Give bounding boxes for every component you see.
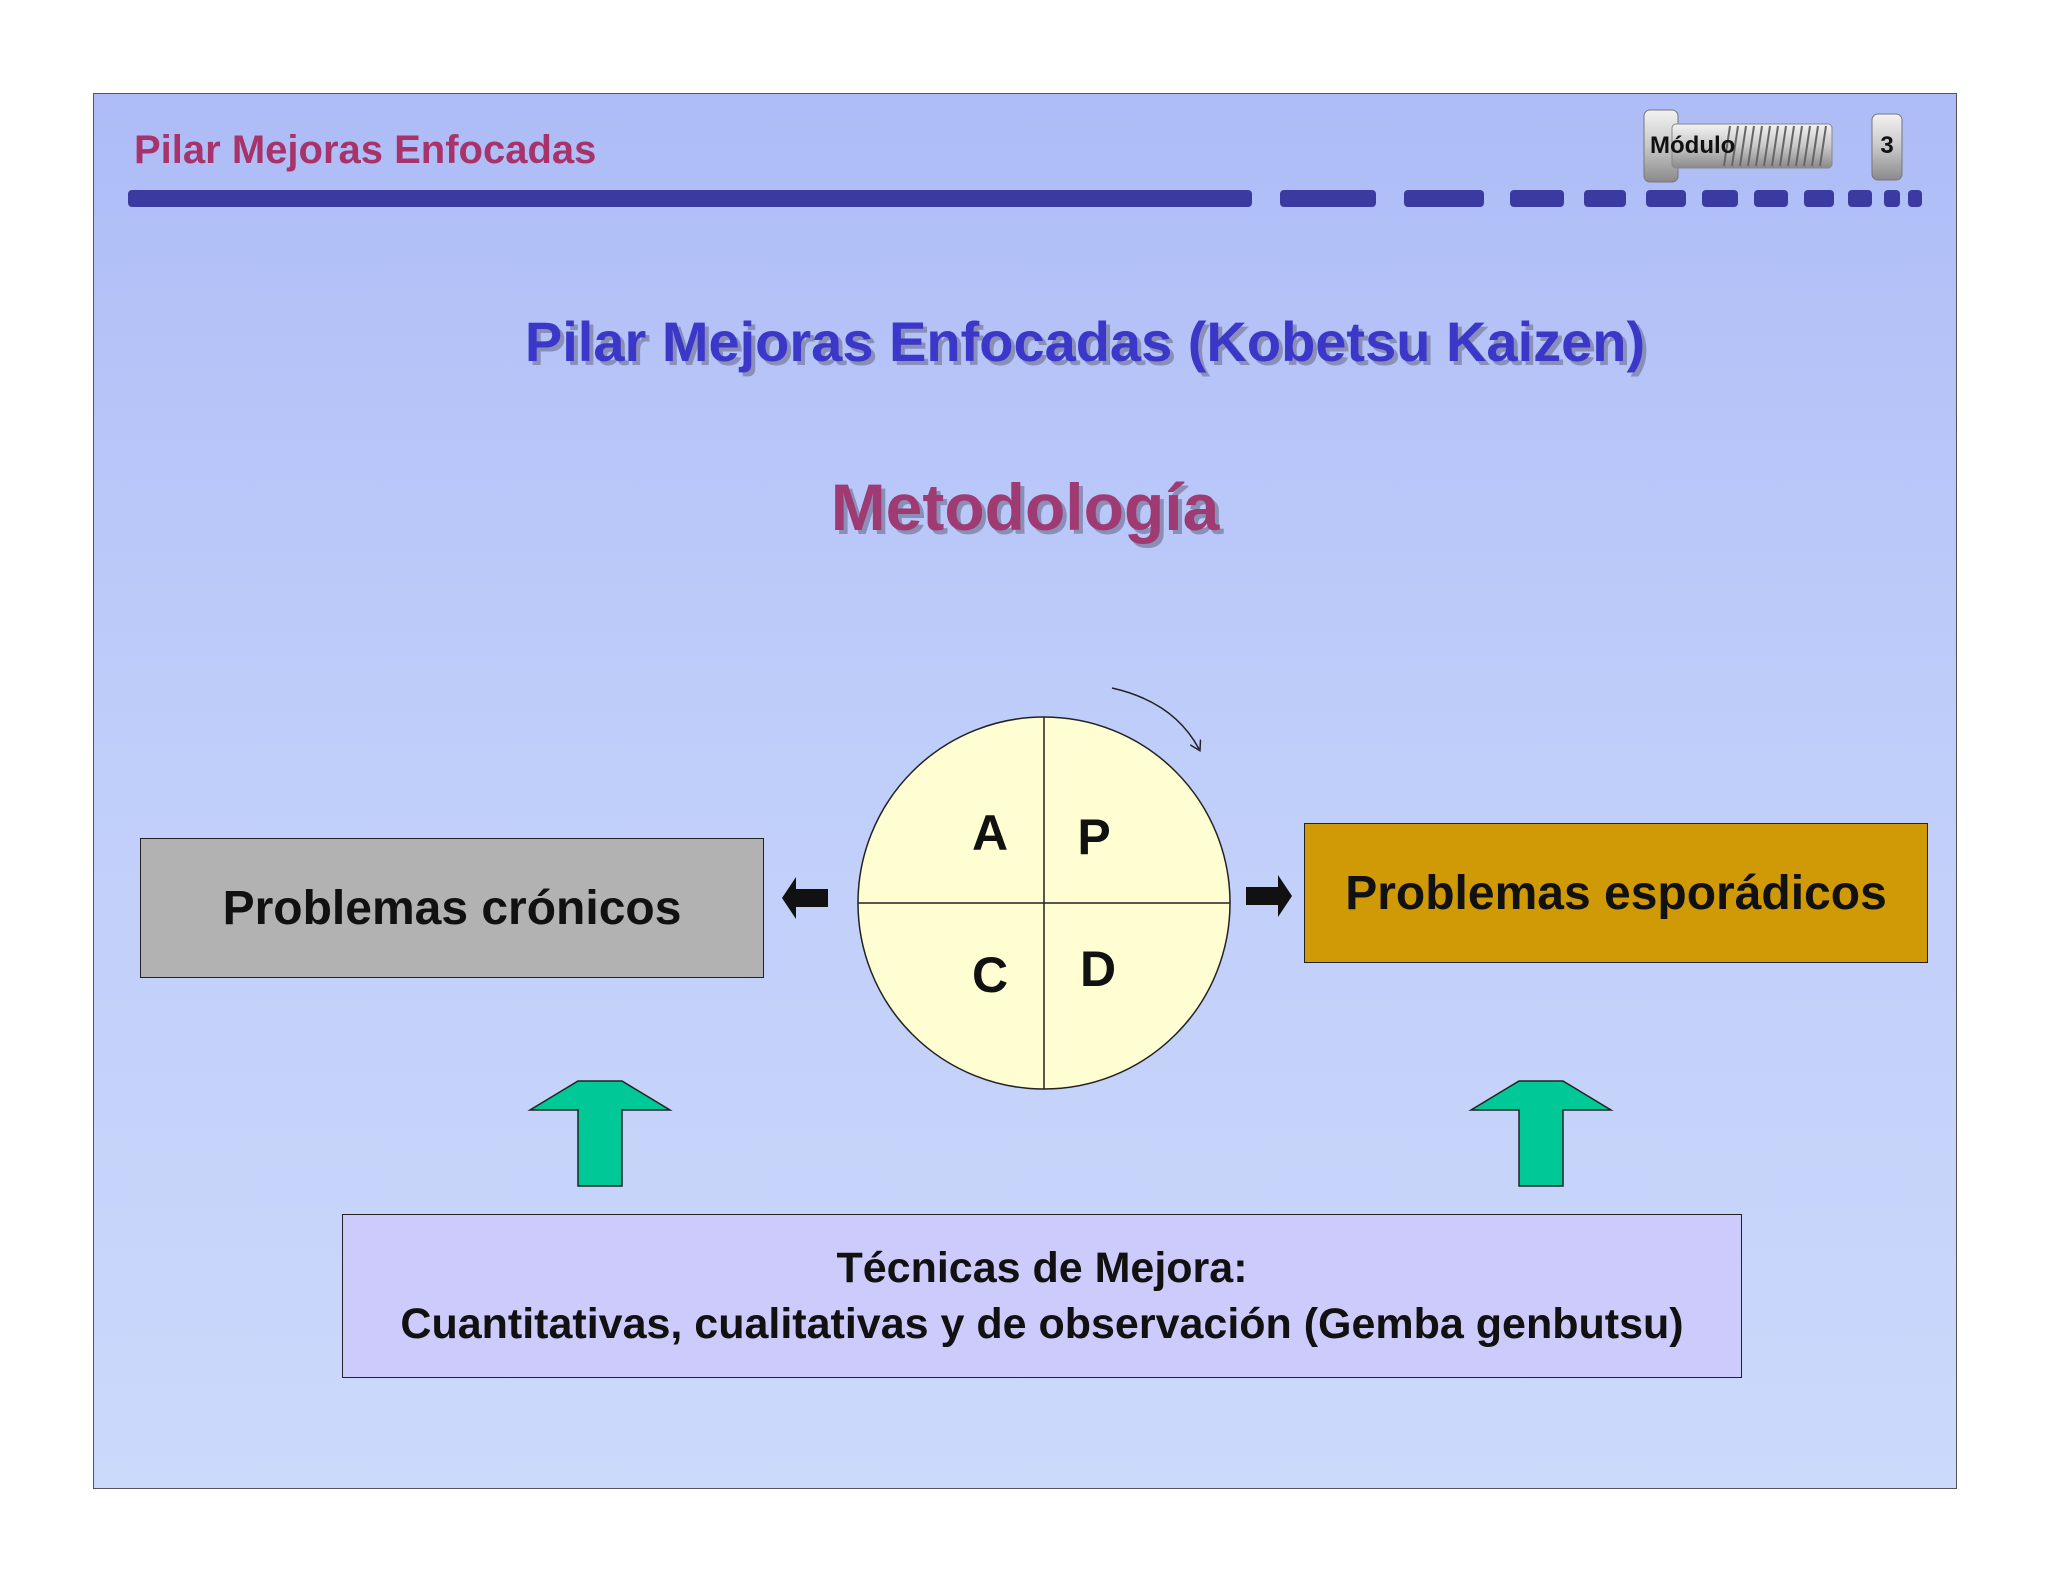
rule-segment xyxy=(1754,190,1788,207)
rotation-arrow-icon xyxy=(1111,687,1199,749)
rule-segment xyxy=(1510,190,1564,207)
pdca-circle xyxy=(857,716,1231,1090)
bolt-icon xyxy=(1643,109,1903,183)
rule-segment xyxy=(1804,190,1834,207)
up-arrow-left-icon xyxy=(527,1080,673,1187)
techniques-heading: Técnicas de Mejora: xyxy=(836,1244,1248,1292)
techniques-detail: Cuantitativas, cualitativas y de observa… xyxy=(400,1300,1684,1348)
quadrant-p: P xyxy=(1077,809,1110,865)
main-title: Pilar Mejoras Enfocadas (Kobetsu Kaizen) xyxy=(94,309,1956,374)
rule-segment xyxy=(1646,190,1686,207)
rule-segment xyxy=(1848,190,1872,207)
subtitle: Metodología xyxy=(830,470,1220,544)
rule-segment xyxy=(128,190,1252,207)
module-number: 3 xyxy=(1880,132,1894,159)
arrow-left-icon xyxy=(782,877,828,919)
rule-segment xyxy=(1584,190,1626,207)
quadrant-d: D xyxy=(1080,941,1116,997)
module-label: Módulo xyxy=(1650,132,1736,159)
main-title-text: Pilar Mejoras Enfocadas (Kobetsu Kaizen) xyxy=(524,310,1646,373)
slide: Pilar Mejoras Enfocadas xyxy=(93,93,1957,1489)
rule-segment xyxy=(1404,190,1484,207)
rule-segment xyxy=(1702,190,1738,207)
chronic-problems-box: Problemas crónicos xyxy=(140,838,764,978)
up-arrow-right-icon xyxy=(1468,1080,1614,1187)
quadrant-c: C xyxy=(972,947,1008,1003)
sporadic-problems-label: Problemas esporádicos xyxy=(1345,866,1887,920)
sporadic-problems-box: Problemas esporádicos xyxy=(1304,823,1928,963)
rule-segment xyxy=(1908,190,1922,207)
improvement-techniques-box: Técnicas de Mejora: Cuantitativas, cuali… xyxy=(342,1214,1742,1378)
rule-segment xyxy=(1280,190,1376,207)
chronic-problems-label: Problemas crónicos xyxy=(222,881,682,935)
quadrant-a: A xyxy=(972,805,1008,861)
arrow-right-icon xyxy=(1246,875,1292,917)
header-title: Pilar Mejoras Enfocadas xyxy=(134,128,597,172)
rule-segment xyxy=(1884,190,1900,207)
